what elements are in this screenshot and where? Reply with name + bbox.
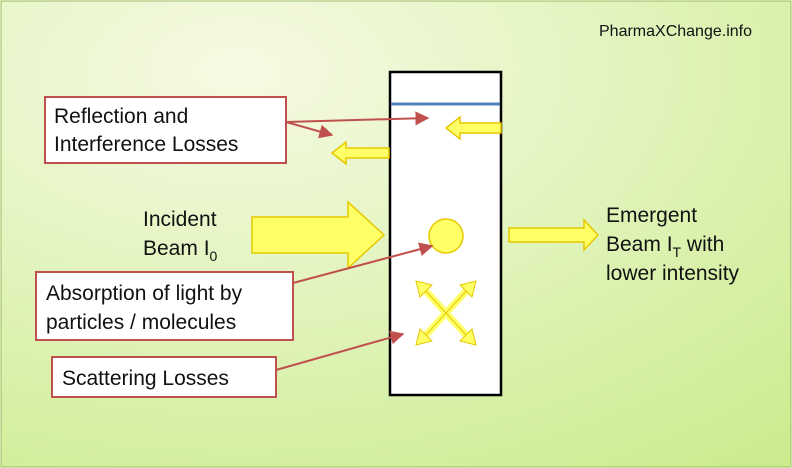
pointer-scattering bbox=[275, 330, 405, 371]
scatter-head-bottom-left bbox=[415, 328, 433, 346]
scatter-head-bottom-right bbox=[459, 328, 477, 346]
absorption-label: Absorption of light by particles / molec… bbox=[46, 282, 248, 334]
incident-beam-label: Incident Beam I0 bbox=[143, 208, 222, 264]
scattering-label: Scattering Losses bbox=[62, 367, 229, 390]
scatter-line-2-edge bbox=[423, 288, 469, 338]
reflected-beam-arrow-inside bbox=[444, 115, 502, 141]
emergent-beam-arrow bbox=[508, 218, 600, 252]
scattering-label-box bbox=[51, 356, 277, 398]
reflection-label: Reflection and Interference Losses bbox=[54, 105, 238, 156]
absorption-label-box bbox=[35, 271, 294, 341]
pointer-reflection-inside bbox=[285, 111, 430, 126]
scatter-head-top-left bbox=[415, 280, 433, 298]
absorbing-particle bbox=[428, 218, 464, 254]
scatter-head-top-right bbox=[459, 280, 477, 298]
emergent-beam-label: Emergent Beam IT with lower intensity bbox=[606, 204, 740, 285]
scattering-arrows bbox=[415, 280, 477, 346]
pointer-absorption bbox=[292, 242, 434, 284]
pointer-reflection-outside bbox=[285, 121, 334, 139]
incident-beam-arrow bbox=[251, 200, 386, 270]
reflected-beam-arrow-outside bbox=[330, 140, 390, 166]
watermark-text: PharmaXChange.info bbox=[599, 23, 752, 40]
reflection-label-box bbox=[44, 96, 287, 164]
